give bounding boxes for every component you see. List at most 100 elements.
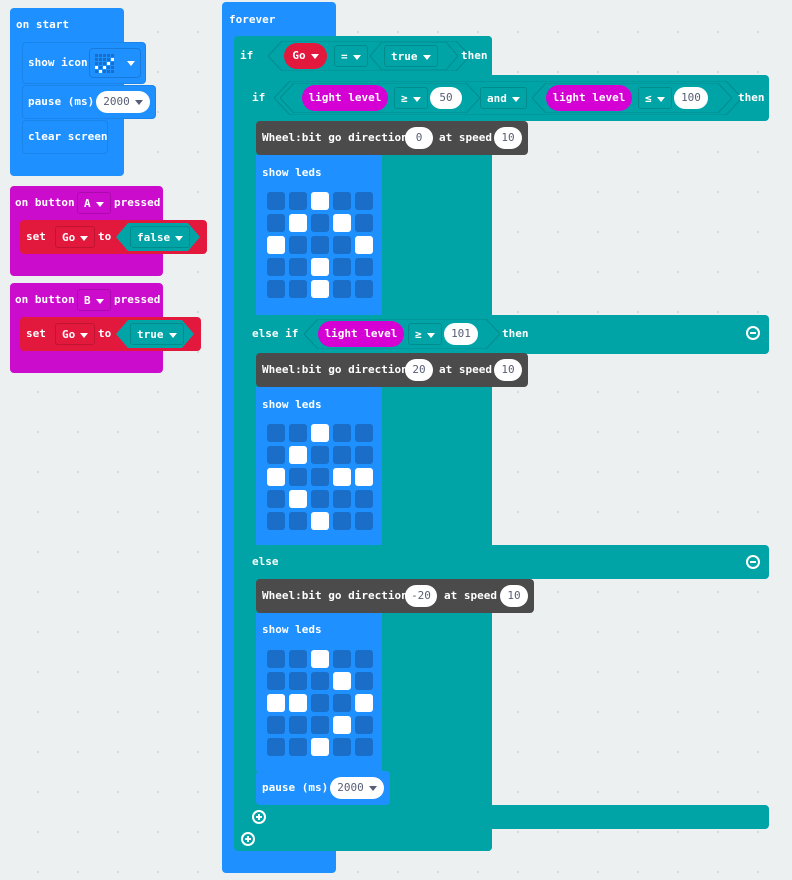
led-cell[interactable]: [333, 512, 351, 530]
direction-input[interactable]: 20: [405, 359, 433, 381]
led-cell[interactable]: [289, 214, 307, 232]
pause-value-dropdown[interactable]: 2000: [96, 91, 150, 113]
led-grid[interactable]: [267, 650, 373, 756]
pause-block[interactable]: pause (ms) 2000: [256, 771, 390, 805]
variable-dropdown[interactable]: Go: [55, 323, 96, 345]
true-value-block[interactable]: true: [370, 42, 458, 70]
led-cell[interactable]: [289, 672, 307, 690]
wheelbit-drive-block[interactable]: Wheel:bit go direction 0 at speed 10: [256, 121, 528, 155]
led-cell[interactable]: [355, 694, 373, 712]
button-a-dropdown[interactable]: A: [77, 192, 111, 214]
led-cell[interactable]: [333, 214, 351, 232]
speed-input[interactable]: 10: [494, 359, 522, 381]
led-cell[interactable]: [267, 236, 285, 254]
icon-dropdown[interactable]: [89, 48, 141, 78]
left-compare-block[interactable]: light level ≥ 50: [280, 83, 480, 113]
led-cell[interactable]: [355, 192, 373, 210]
led-cell[interactable]: [289, 446, 307, 464]
show-icon-block[interactable]: show icon: [22, 42, 146, 84]
led-cell[interactable]: [355, 672, 373, 690]
threshold-input[interactable]: 100: [674, 87, 708, 109]
led-cell[interactable]: [267, 192, 285, 210]
led-cell[interactable]: [289, 236, 307, 254]
led-cell[interactable]: [267, 650, 285, 668]
led-cell[interactable]: [267, 258, 285, 276]
led-cell[interactable]: [289, 738, 307, 756]
led-cell[interactable]: [355, 446, 373, 464]
add-else-if-button[interactable]: [252, 810, 266, 824]
led-cell[interactable]: [311, 490, 329, 508]
led-cell[interactable]: [355, 424, 373, 442]
led-cell[interactable]: [289, 258, 307, 276]
direction-input[interactable]: -20: [405, 585, 437, 607]
pause-value-dropdown[interactable]: 2000: [330, 777, 384, 799]
false-value-block[interactable]: false: [116, 223, 200, 251]
led-cell[interactable]: [333, 694, 351, 712]
operator-dropdown[interactable]: =: [334, 45, 368, 67]
led-cell[interactable]: [289, 694, 307, 712]
led-cell[interactable]: [333, 192, 351, 210]
led-cell[interactable]: [267, 512, 285, 530]
led-cell[interactable]: [311, 716, 329, 734]
led-cell[interactable]: [355, 650, 373, 668]
boolean-dropdown[interactable]: true: [130, 323, 184, 345]
led-cell[interactable]: [355, 468, 373, 486]
led-cell[interactable]: [311, 192, 329, 210]
led-cell[interactable]: [333, 446, 351, 464]
wheelbit-drive-block[interactable]: Wheel:bit go direction -20 at speed 10: [256, 579, 534, 613]
pause-block[interactable]: pause (ms) 2000: [22, 85, 156, 119]
threshold-input[interactable]: 101: [444, 323, 478, 345]
speed-input[interactable]: 10: [494, 127, 522, 149]
led-cell[interactable]: [311, 424, 329, 442]
led-cell[interactable]: [355, 490, 373, 508]
led-cell[interactable]: [333, 424, 351, 442]
led-cell[interactable]: [267, 716, 285, 734]
led-cell[interactable]: [267, 280, 285, 298]
led-cell[interactable]: [311, 236, 329, 254]
led-cell[interactable]: [355, 280, 373, 298]
led-cell[interactable]: [333, 650, 351, 668]
threshold-input[interactable]: 50: [430, 87, 462, 109]
led-cell[interactable]: [289, 192, 307, 210]
else-if-compare-block[interactable]: light level ≥ 101: [304, 319, 500, 349]
light-level-block[interactable]: light level: [318, 321, 404, 347]
light-level-block[interactable]: light level: [546, 85, 632, 111]
led-cell[interactable]: [311, 468, 329, 486]
operator-dropdown[interactable]: ≤: [638, 87, 672, 109]
remove-else-if-button[interactable]: [746, 326, 760, 340]
led-cell[interactable]: [289, 490, 307, 508]
led-cell[interactable]: [311, 694, 329, 712]
led-cell[interactable]: [355, 258, 373, 276]
led-cell[interactable]: [289, 424, 307, 442]
led-cell[interactable]: [311, 672, 329, 690]
show-leds-block[interactable]: show leds: [256, 387, 382, 547]
led-cell[interactable]: [267, 214, 285, 232]
led-cell[interactable]: [355, 512, 373, 530]
set-go-true-block[interactable]: set Go to true: [20, 317, 201, 351]
led-cell[interactable]: [333, 258, 351, 276]
led-cell[interactable]: [333, 236, 351, 254]
boolean-dropdown[interactable]: true: [384, 45, 438, 67]
boolean-dropdown[interactable]: false: [130, 226, 191, 248]
light-level-block[interactable]: light level: [302, 85, 388, 111]
show-leds-block[interactable]: show leds: [256, 155, 382, 317]
operator-dropdown[interactable]: ≥: [394, 87, 428, 109]
led-cell[interactable]: [311, 258, 329, 276]
wheelbit-drive-block[interactable]: Wheel:bit go direction 20 at speed 10: [256, 353, 528, 387]
remove-else-button[interactable]: [746, 555, 760, 569]
led-cell[interactable]: [333, 716, 351, 734]
led-cell[interactable]: [289, 512, 307, 530]
led-cell[interactable]: [267, 672, 285, 690]
led-cell[interactable]: [267, 738, 285, 756]
led-cell[interactable]: [333, 738, 351, 756]
clear-screen-block[interactable]: clear screen: [22, 120, 108, 154]
led-grid[interactable]: [267, 192, 373, 298]
speed-input[interactable]: 10: [500, 585, 528, 607]
and-block[interactable]: light level ≥ 50 and light level ≤ 100: [274, 81, 743, 115]
logic-operator-dropdown[interactable]: and: [480, 87, 527, 109]
variable-dropdown[interactable]: Go: [55, 226, 96, 248]
led-cell[interactable]: [311, 214, 329, 232]
led-cell[interactable]: [333, 672, 351, 690]
led-cell[interactable]: [267, 468, 285, 486]
led-cell[interactable]: [333, 468, 351, 486]
